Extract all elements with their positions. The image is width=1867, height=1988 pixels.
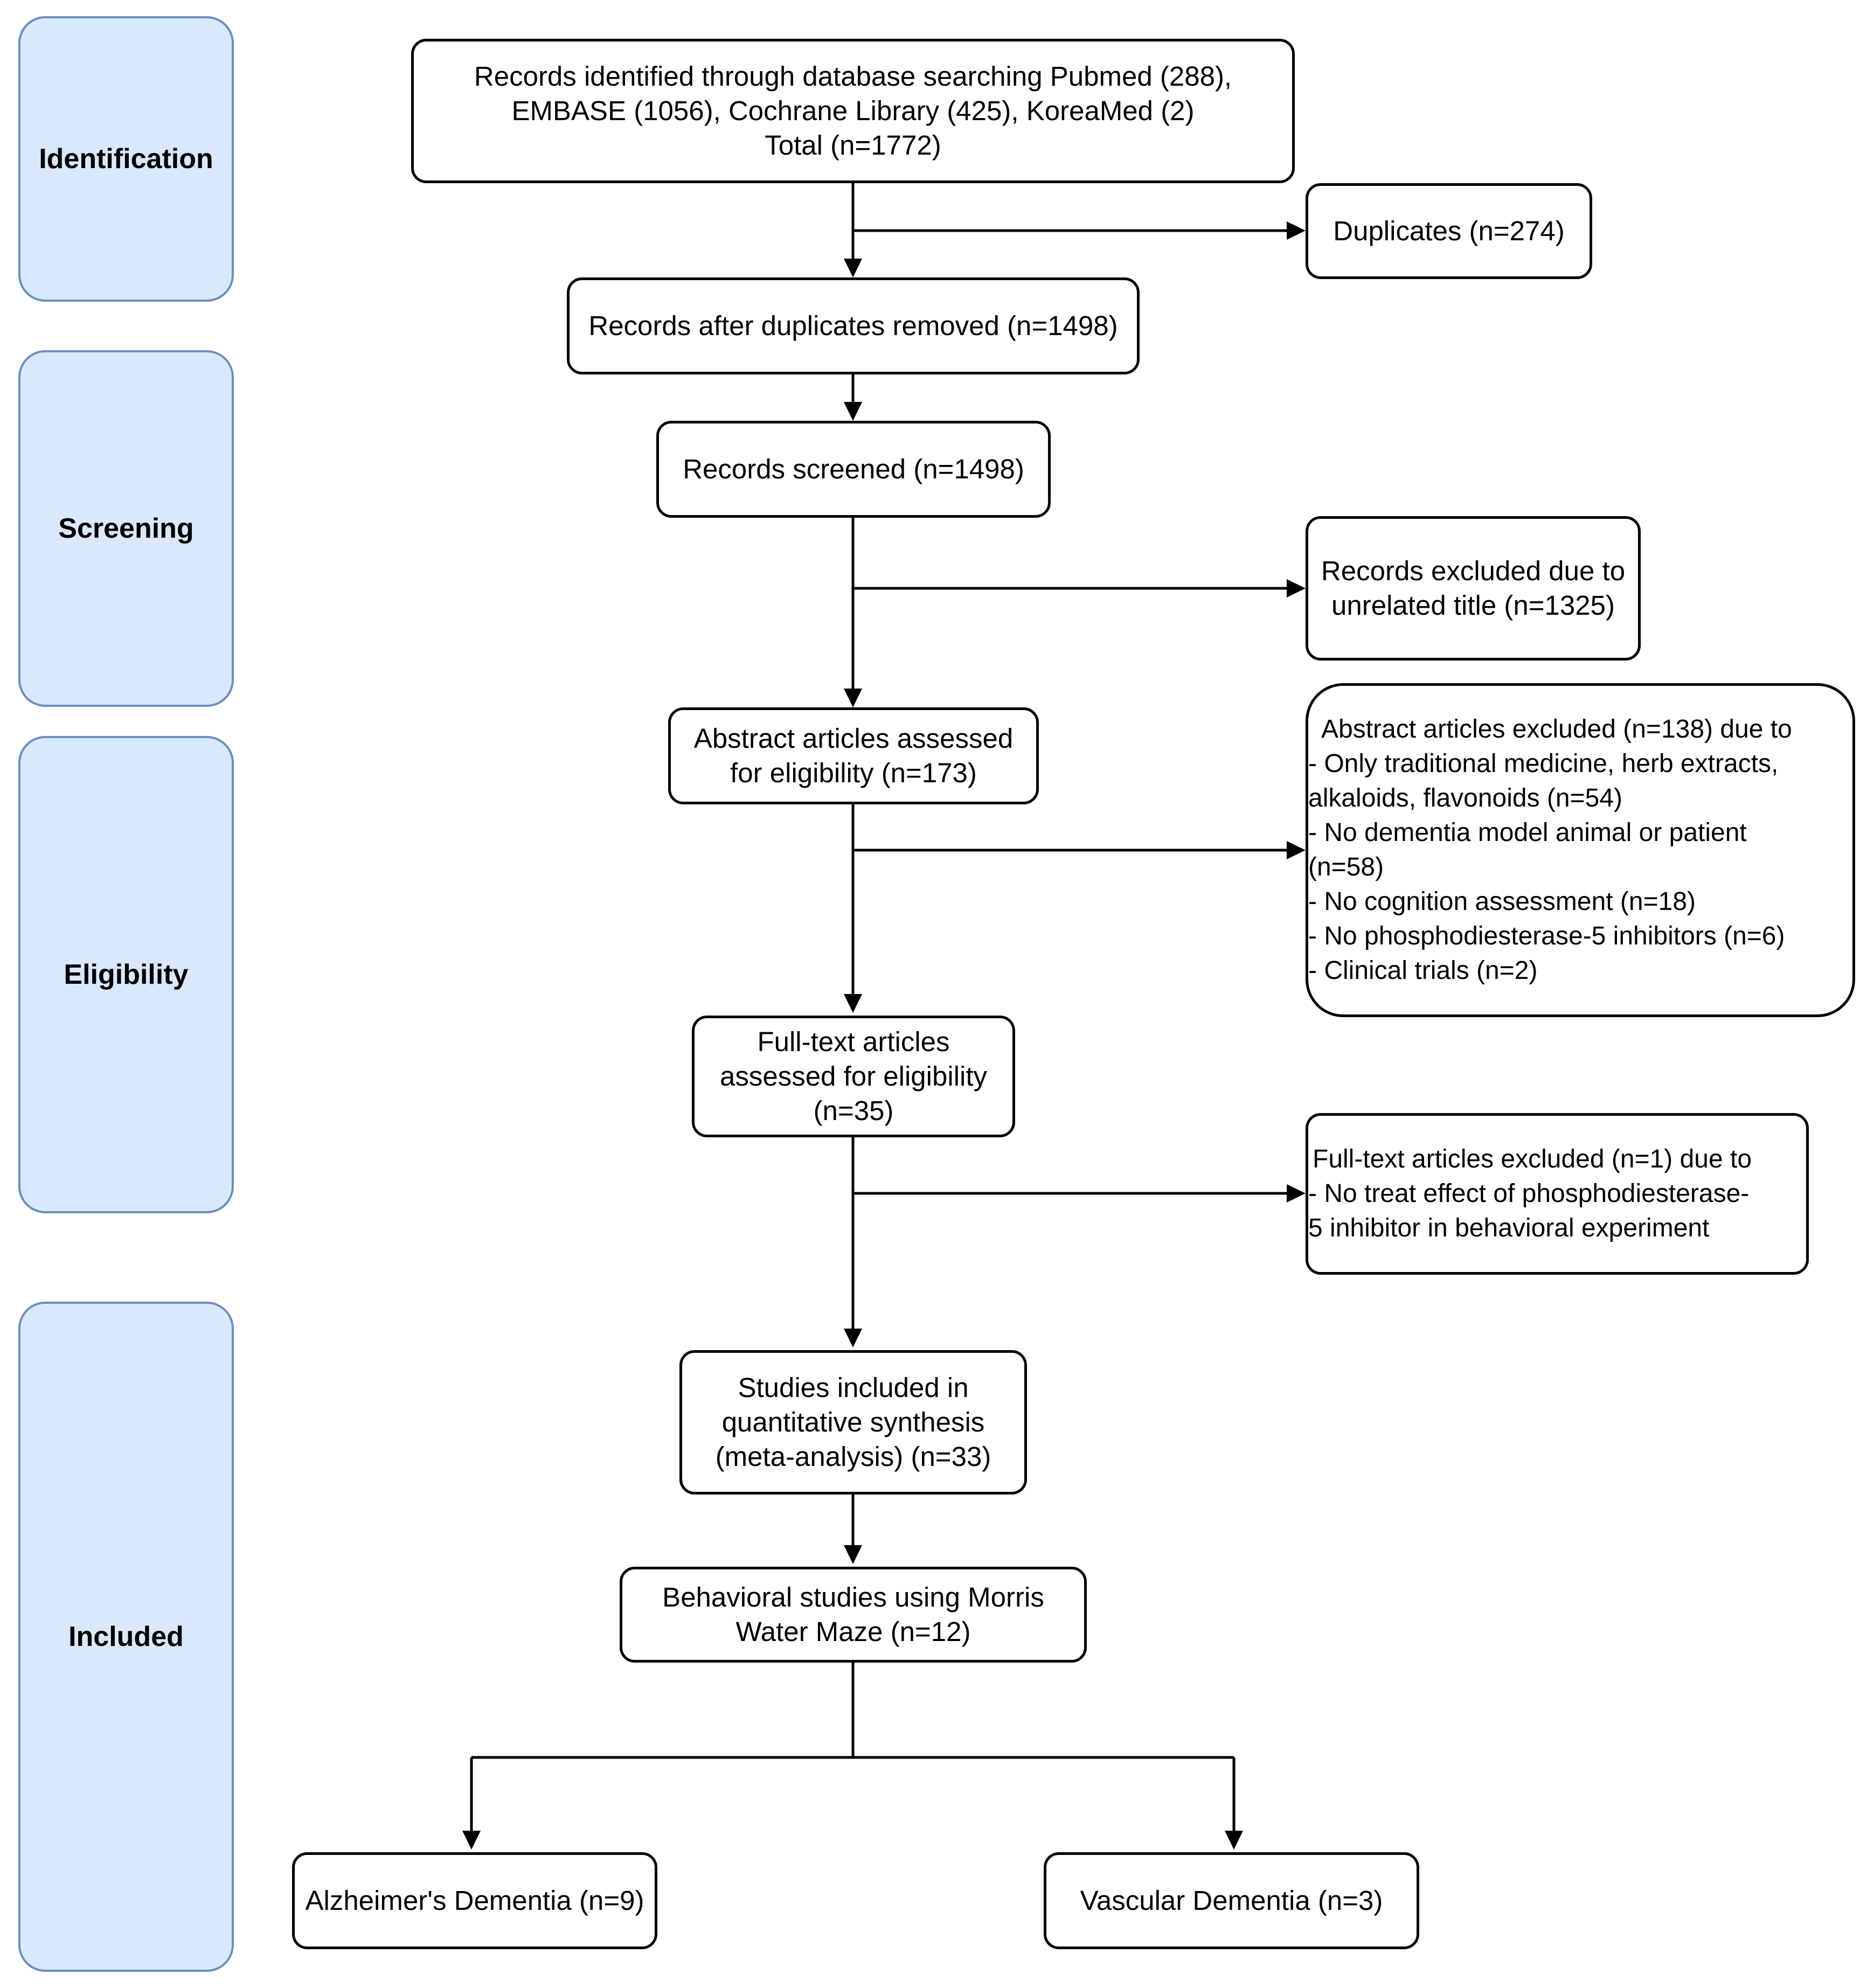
box-line: Water Maze (n=12) [735, 1616, 971, 1647]
box-line: Behavioral studies using Morris [662, 1582, 1044, 1612]
box-duplicates: Duplicates (n=274) [1306, 183, 1592, 279]
box-vascular-dementia: Vascular Dementia (n=3) [1044, 1852, 1419, 1949]
arrowhead-alzheimers [462, 1831, 481, 1850]
box-line: for eligibility (n=173) [730, 757, 977, 788]
arrowhead-abstract-excluded [1287, 841, 1306, 859]
stage-identification: Identification [18, 16, 234, 302]
box-line: (n=35) [813, 1095, 894, 1126]
box-line: Records screened (n=1498) [683, 454, 1024, 484]
box-abstract-excluded: Abstract articles excluded (n=138) due t… [1306, 683, 1855, 1017]
box-line: EMBASE (1056), Cochrane Library (425), K… [511, 95, 1195, 126]
box-after-duplicates: Records after duplicates removed (n=1498… [567, 277, 1140, 374]
box-behavioral-studies: Behavioral studies using Morris Water Ma… [620, 1567, 1087, 1663]
stage-eligibility: Eligibility [18, 736, 234, 1213]
box-line: Alzheimer's Dementia (n=9) [305, 1885, 644, 1916]
box-line: - No dementia model animal or patient [1308, 818, 1747, 847]
box-records-screened: Records screened (n=1498) [656, 421, 1051, 518]
stage-screening: Screening [18, 350, 234, 707]
arrowhead-duplicates [1287, 221, 1306, 240]
arrowhead-behavioral [844, 1545, 862, 1564]
arrowhead-abstract [844, 689, 862, 707]
box-line: Full-text articles [757, 1026, 950, 1057]
box-fulltext-excluded: Full-text articles excluded (n=1) due to… [1306, 1113, 1809, 1275]
stage-screening-label: Screening [58, 513, 194, 544]
box-line: Records identified through database sear… [474, 61, 1232, 92]
box-line: alkaloids, flavonoids (n=54) [1308, 784, 1623, 812]
arrowheads [462, 221, 1306, 1850]
arrowhead-included [844, 1329, 862, 1347]
box-line: Abstract articles assessed [693, 723, 1014, 754]
box-line: (meta-analysis) (n=33) [715, 1441, 991, 1472]
box-excluded-title: Records excluded due to unrelated title … [1306, 516, 1641, 661]
box-line: - No treat effect of phosphodiesterase- [1308, 1179, 1750, 1208]
box-line: - No cognition assessment (n=18) [1308, 887, 1696, 916]
box-line: Vascular Dementia (n=3) [1080, 1885, 1383, 1916]
box-line: assessed for eligibility [719, 1061, 988, 1092]
box-line: - No phosphodiesterase-5 inhibitors (n=6… [1308, 922, 1785, 950]
box-line: Records after duplicates removed (n=1498… [588, 310, 1118, 341]
box-line: unrelated title (n=1325) [1331, 590, 1615, 621]
box-included-studies: Studies included in quantitative synthes… [679, 1350, 1027, 1495]
box-line: Abstract articles excluded (n=138) due t… [1321, 715, 1792, 743]
box-alzheimers-dementia: Alzheimer's Dementia (n=9) [292, 1852, 657, 1949]
stage-identification-label: Identification [39, 143, 213, 175]
box-line: Records excluded due to [1321, 555, 1626, 586]
stage-eligibility-label: Eligibility [64, 959, 189, 990]
arrowhead-fulltext [844, 994, 862, 1013]
box-line: Studies included in [738, 1372, 969, 1403]
arrowhead-screened [844, 402, 862, 421]
box-line: 5 inhibitor in behavioral experiment [1308, 1214, 1710, 1242]
stage-included-label: Included [68, 1621, 184, 1652]
box-records-identified: Records identified through database sear… [411, 39, 1295, 183]
arrowhead-after-duplicates [844, 259, 862, 277]
box-line: Full-text articles excluded (n=1) due to [1313, 1145, 1752, 1173]
box-line: Duplicates (n=274) [1333, 216, 1565, 246]
stage-included: Included [18, 1302, 234, 1972]
arrowhead-fulltext-excluded [1287, 1184, 1306, 1202]
box-line: - Clinical trials (n=2) [1308, 956, 1538, 985]
box-abstract-assessed: Abstract articles assessed for eligibili… [668, 707, 1039, 804]
box-fulltext-assessed: Full-text articles assessed for eligibil… [692, 1016, 1015, 1137]
box-line: quantitative synthesis [721, 1407, 985, 1437]
box-line: (n=58) [1308, 853, 1384, 881]
arrowhead-vascular [1225, 1831, 1243, 1850]
box-line: - Only traditional medicine, herb extrac… [1308, 749, 1779, 778]
arrowhead-excluded-title [1287, 579, 1306, 597]
box-line: Total (n=1772) [765, 130, 941, 161]
